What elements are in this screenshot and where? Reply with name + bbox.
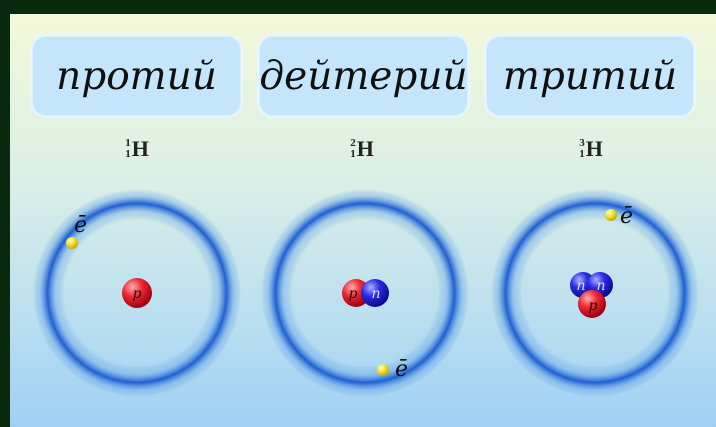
mass-number: 2 [350,137,356,149]
tile-protium: протий [30,34,243,118]
proton-label: p [349,286,358,302]
isotope-name-protium: протий [56,53,217,99]
neutron-label: n [371,286,380,302]
proton [578,290,606,318]
electron [377,364,389,376]
electron [66,237,78,249]
atomic-number: 1 [579,148,585,160]
element-symbol: H [585,136,603,161]
neutron-label: n [596,278,605,294]
atomic-number: 1 [350,148,356,160]
mass-number: 3 [579,137,585,149]
atomic-number: 1 [125,148,131,160]
proton-label: p [133,286,142,302]
element-symbol: H [356,136,374,161]
electron-label: ē [74,213,87,238]
neutron-label: n [576,278,585,294]
atom-protium: p ē [33,189,241,397]
electron-label: ē [395,357,408,382]
element-symbol: H [131,136,149,161]
neutron [361,279,389,307]
isotope-name-deuterium: дейтерий [259,53,468,99]
tile-tritium: тритий [484,34,696,118]
atom-tritium: n n p ē [491,189,699,397]
electron-label: ē [620,204,633,229]
electron [605,209,617,221]
proton-label: p [589,298,598,314]
proton [122,278,152,308]
tile-deuterium: дейтерий [257,34,470,118]
atom-diagrams: p ē p n ē n n p ē [33,189,699,397]
mass-number: 1 [125,137,131,149]
atom-deuterium: p n ē [261,189,469,397]
isotope-name-tritium: тритий [502,53,678,99]
